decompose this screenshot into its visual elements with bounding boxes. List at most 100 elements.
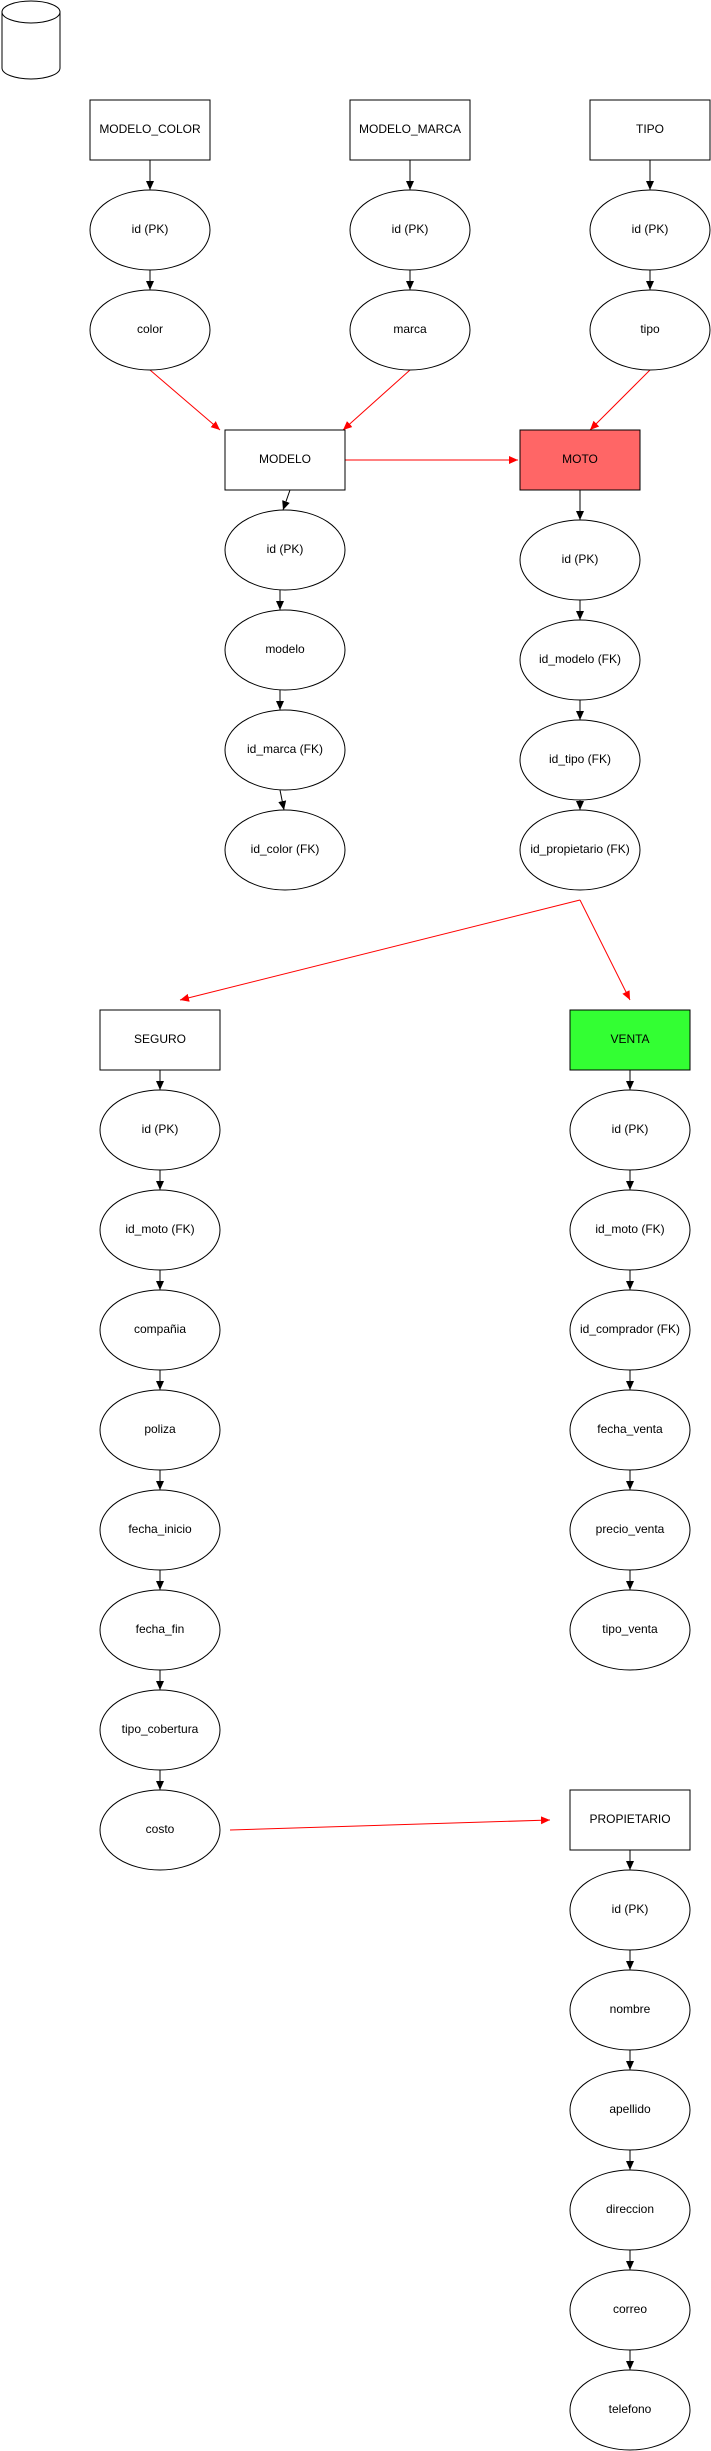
field-connectors (146, 160, 654, 2370)
field-ellipse (519, 519, 641, 601)
relation-arrow (589, 369, 651, 431)
database-cylinder-icon (1, 0, 61, 80)
table-name: MODELO_MARCA (359, 122, 461, 136)
table-header (89, 99, 211, 161)
field-ellipse (569, 1489, 691, 1571)
field-label: id (PK) (612, 1122, 649, 1136)
field-ellipse (589, 189, 711, 271)
field-label: id (PK) (612, 1902, 649, 1916)
field-label: correo (613, 2302, 647, 2316)
field-label: tipo_venta (602, 1622, 658, 1636)
field-label: fecha_venta (597, 1422, 663, 1436)
relation-arrow (229, 1816, 551, 1831)
table-name: TIPO (636, 122, 664, 136)
field-label: tipo (640, 322, 660, 336)
field-ellipse (569, 1089, 691, 1171)
field-label: id (PK) (632, 222, 669, 236)
table-name: MODELO (259, 452, 311, 466)
field-label: fecha_fin (136, 1622, 185, 1636)
table-modelo[interactable]: MODELO id (PK) modelo id_marca (FK) id_c… (224, 429, 346, 891)
table-header (99, 1009, 221, 1071)
field-ellipse (99, 1389, 221, 1471)
table-name: PROPIETARIO (589, 1812, 670, 1826)
relation-arrow (179, 899, 581, 1002)
field-label: tipo_cobertura (122, 1722, 199, 1736)
field-label: id_modelo (FK) (539, 652, 621, 666)
field-ellipse (99, 1589, 221, 1671)
table-name: MODELO_COLOR (99, 122, 201, 136)
field-label: fecha_inicio (128, 1522, 192, 1536)
field-ellipse (89, 289, 211, 371)
field-label: id_comprador (FK) (580, 1322, 680, 1336)
field-label: compañia (134, 1322, 186, 1336)
field-ellipse (99, 1689, 221, 1771)
table-header (349, 99, 471, 161)
table-moto[interactable]: MOTO id (PK) id_modelo (FK) id_tipo (FK)… (519, 429, 641, 891)
field-label: telefono (609, 2402, 652, 2416)
table-header (569, 1009, 691, 1071)
field-ellipse (569, 1869, 691, 1951)
field-ellipse (99, 1289, 221, 1371)
field-label: nombre (610, 2002, 651, 2016)
field-ellipse (99, 1489, 221, 1571)
connector (278, 789, 287, 811)
connector (282, 489, 291, 511)
field-label: apellido (609, 2102, 651, 2116)
field-label: modelo (265, 642, 305, 656)
field-ellipse (569, 1389, 691, 1471)
field-label: id (PK) (392, 222, 429, 236)
field-label: id_marca (FK) (247, 742, 323, 756)
field-label: id (PK) (142, 1122, 179, 1136)
field-ellipse (349, 289, 471, 371)
field-ellipse (519, 809, 641, 891)
field-label: id_tipo (FK) (549, 752, 611, 766)
field-ellipse (569, 1589, 691, 1671)
field-label: id (PK) (132, 222, 169, 236)
field-ellipse (519, 619, 641, 701)
field-ellipse (589, 289, 711, 371)
field-ellipse (519, 719, 641, 801)
table-modelo-color[interactable]: MODELO_COLOR id (PK) color (89, 99, 211, 371)
table-venta[interactable]: VENTA id (PK) id_moto (FK) id_comprador … (569, 1009, 691, 1671)
field-label: id_propietario (FK) (530, 842, 629, 856)
field-label: precio_venta (596, 1522, 665, 1536)
field-ellipse (349, 189, 471, 271)
field-label: marca (393, 322, 427, 336)
field-label: color (137, 322, 163, 336)
table-header (589, 99, 711, 161)
field-ellipse (224, 609, 346, 691)
table-name: MOTO (562, 452, 598, 466)
field-ellipse (224, 709, 346, 791)
table-header (569, 1789, 691, 1851)
field-label: id_color (FK) (251, 842, 320, 856)
table-modelo-marca[interactable]: MODELO_MARCA id (PK) marca (349, 99, 471, 371)
field-label: poliza (144, 1422, 176, 1436)
field-ellipse (569, 1969, 691, 2051)
relation-arrow (342, 369, 411, 431)
field-label: id (PK) (267, 542, 304, 556)
relation-arrow (149, 369, 221, 431)
table-name: SEGURO (134, 1032, 186, 1046)
field-ellipse (569, 1189, 691, 1271)
table-seguro[interactable]: SEGURO id (PK) id_moto (FK) compañia pol… (99, 1009, 221, 1871)
field-label: id (PK) (562, 552, 599, 566)
field-label: id_moto (FK) (595, 1222, 664, 1236)
field-ellipse (569, 2069, 691, 2151)
field-ellipse (99, 1089, 221, 1171)
field-ellipse (224, 809, 346, 891)
table-tipo[interactable]: TIPO id (PK) tipo (589, 99, 711, 371)
table-header (224, 429, 346, 491)
relation-arrow (579, 899, 631, 1001)
field-ellipse (224, 509, 346, 591)
field-label: costo (146, 1822, 175, 1836)
field-ellipse (569, 2369, 691, 2451)
field-ellipse (569, 2269, 691, 2351)
field-ellipse (569, 2169, 691, 2251)
table-propietario[interactable]: PROPIETARIO id (PK) nombre apellido dire… (569, 1789, 691, 2451)
table-name: VENTA (610, 1032, 649, 1046)
field-ellipse (99, 1789, 221, 1871)
field-label: id_moto (FK) (125, 1222, 194, 1236)
field-ellipse (89, 189, 211, 271)
relationship-arrows (149, 369, 651, 1831)
